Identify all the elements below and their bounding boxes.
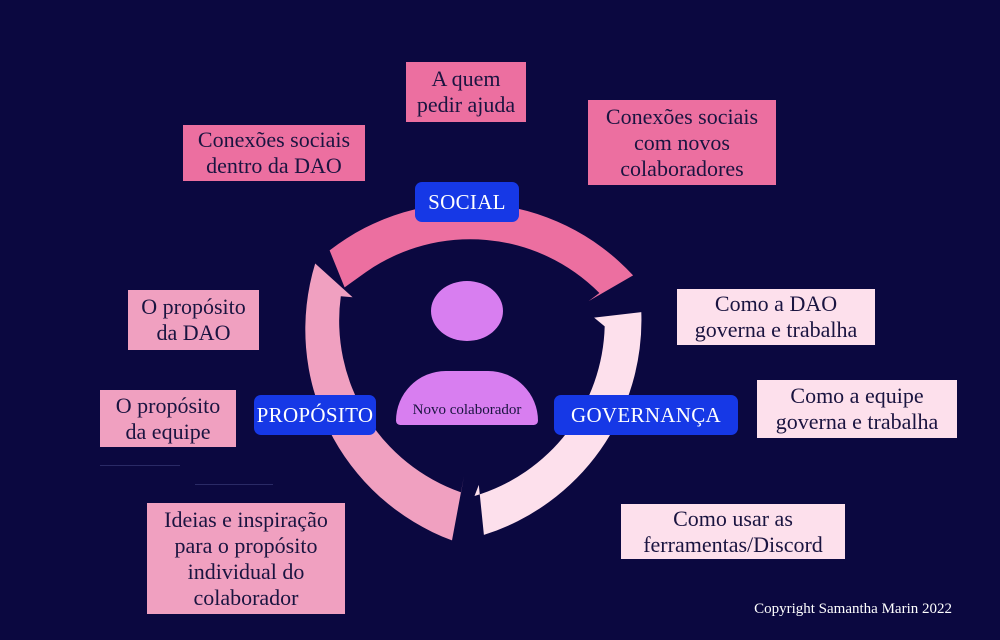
note-gov-como-usar-ferramentas: Como usar as ferramentas/Discord: [621, 504, 845, 559]
social-arc: [329, 202, 634, 302]
note-social-conexoes-novos-colaboradores: Conexões sociais com novos colaboradores: [588, 100, 776, 185]
note-gov-como-dao-governa: Como a DAO governa e trabalha: [677, 289, 875, 345]
separator-line: [100, 465, 180, 466]
person-head-icon: [431, 281, 503, 341]
note-social-a-quem-pedir-ajuda: A quem pedir ajuda: [406, 62, 526, 122]
note-social-conexoes-dentro-dao: Conexões sociais dentro da DAO: [183, 125, 365, 181]
copyright-text: Copyright Samantha Marin 2022: [754, 601, 952, 617]
note-prop-proposito-equipe: O propósito da equipe: [100, 390, 236, 447]
note-prop-proposito-dao: O propósito da DAO: [128, 290, 259, 350]
person-body-icon: Novo colaborador: [396, 371, 538, 425]
note-gov-como-equipe-governa: Como a equipe governa e trabalha: [757, 380, 957, 438]
governanca-label: GOVERNANÇA: [554, 395, 738, 435]
center-label: Novo colaborador: [412, 402, 522, 418]
note-prop-ideias-inspiracao: Ideias e inspiração para o propósito ind…: [147, 503, 345, 614]
proposito-label: PROPÓSITO: [254, 395, 376, 435]
social-label: SOCIAL: [415, 182, 519, 222]
separator-line: [195, 484, 273, 485]
governanca-arc: [474, 312, 642, 535]
